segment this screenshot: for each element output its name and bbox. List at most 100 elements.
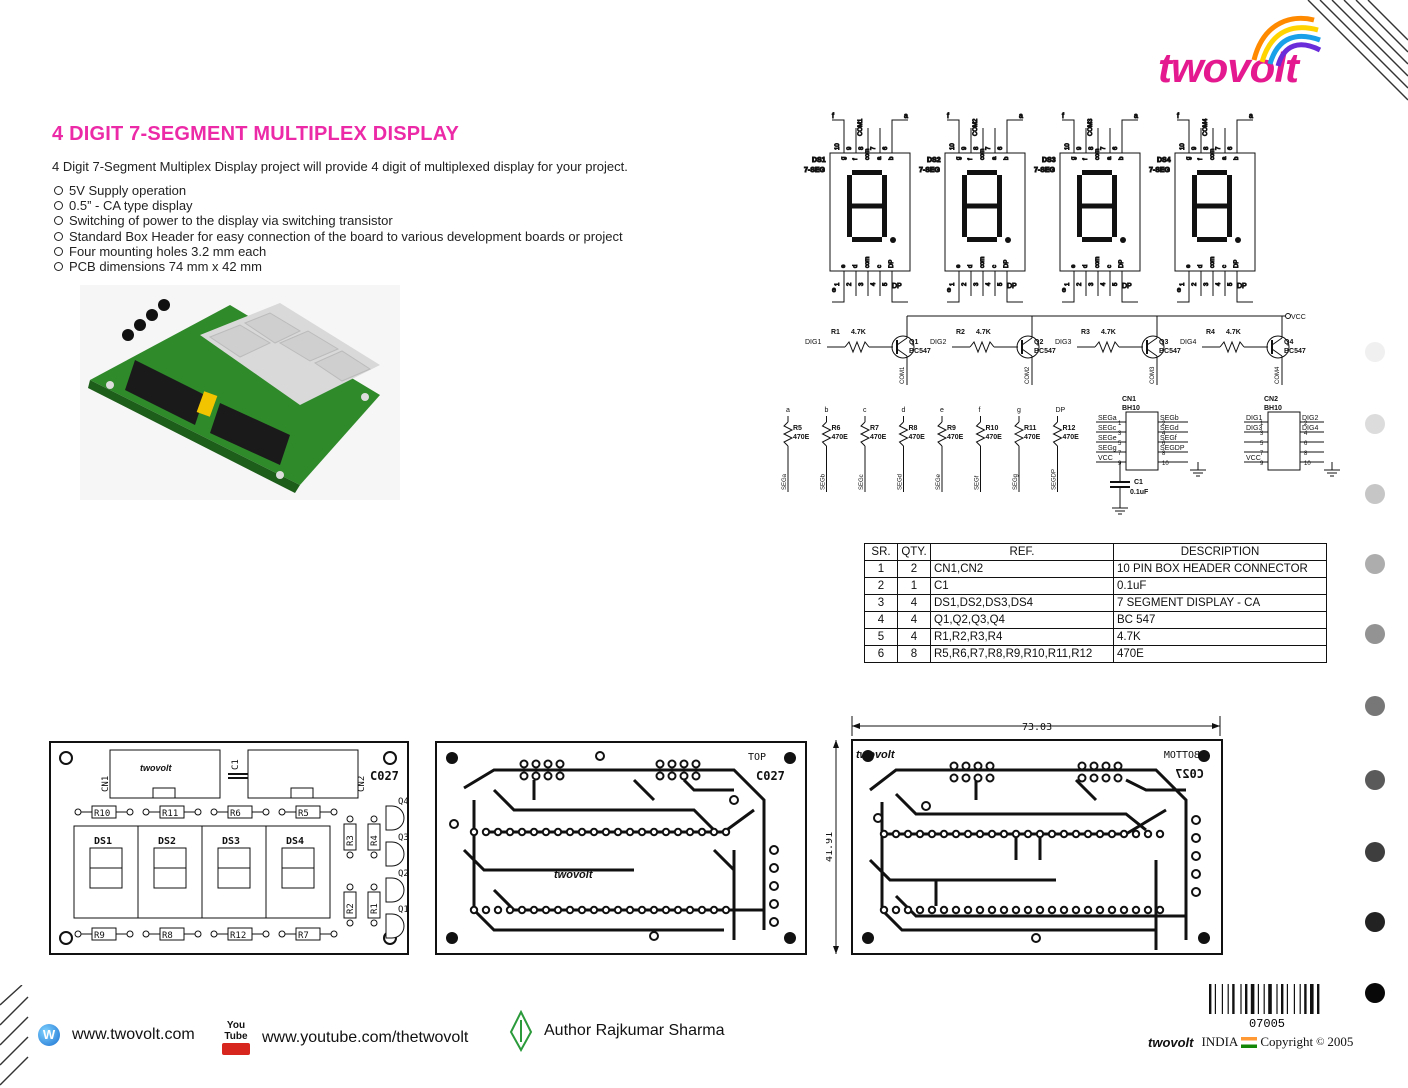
pad	[1083, 905, 1093, 915]
pad	[1031, 933, 1041, 943]
gradient-dot	[1365, 342, 1385, 362]
header-key	[152, 787, 176, 799]
mounting-hole	[59, 751, 73, 765]
segment-label: d	[1083, 265, 1089, 268]
dimension-width: 73.03	[1022, 722, 1052, 733]
pad	[1113, 761, 1123, 771]
pad	[1035, 829, 1045, 839]
youtube-link[interactable]: You Tube www.youtube.com/thetwovolt	[222, 1020, 468, 1055]
com-label: COM4	[1275, 366, 1281, 384]
transistor-lead	[1146, 337, 1158, 346]
pin-number: 9	[1077, 146, 1083, 150]
resistor-outline	[91, 927, 117, 941]
pad	[637, 827, 647, 837]
pad	[1191, 869, 1201, 879]
pad	[903, 905, 913, 915]
bom-cell: 0.1uF	[1113, 577, 1327, 595]
transistor-lead	[896, 337, 908, 346]
footer-logo: twovolt	[1148, 1034, 1194, 1050]
silk-label: R7	[298, 931, 309, 941]
transistor-lead	[1146, 348, 1158, 357]
copper-track	[463, 768, 766, 930]
pin-number: 9	[847, 146, 853, 150]
resistor-value: 470E	[947, 434, 964, 441]
pad	[613, 905, 623, 915]
display-segment	[967, 237, 997, 242]
silk-label: DS3	[222, 836, 240, 847]
transistor-outline	[385, 877, 405, 903]
silk-label: Q1	[398, 905, 409, 915]
display-dot	[1005, 237, 1011, 243]
display-ref: DS4	[1157, 157, 1171, 164]
bottom-pin-name: DP	[1122, 283, 1132, 290]
pad	[74, 930, 82, 938]
transistor-lead	[1021, 337, 1033, 346]
silk-label: R1	[370, 903, 380, 914]
logo-ribbon-icon	[1251, 15, 1322, 67]
pad	[555, 759, 565, 769]
pin-number: 5	[998, 282, 1004, 286]
pad	[927, 905, 937, 915]
pad	[1011, 829, 1021, 839]
segment-label: e	[841, 264, 847, 268]
pad	[493, 827, 503, 837]
pad	[1191, 833, 1201, 843]
display-body	[829, 152, 911, 272]
silk-label: R12	[230, 931, 246, 941]
resistor-zigzag	[1013, 421, 1025, 447]
pad	[661, 827, 671, 837]
corner-hatch-bottom-left	[0, 985, 29, 1086]
segment-label: g	[956, 157, 962, 160]
display-segment	[1077, 175, 1082, 206]
pin-number: 10	[950, 143, 956, 150]
display-segment	[1192, 175, 1197, 206]
segment-label: com	[1210, 257, 1216, 268]
bom-cell: 1	[864, 560, 898, 578]
youtube-badge-text: You Tube	[224, 1020, 248, 1042]
pad	[346, 851, 354, 859]
barcode-bar	[1299, 984, 1301, 1014]
pad	[210, 930, 218, 938]
segment-label: d	[968, 265, 974, 268]
pin-number: 7	[871, 146, 877, 150]
connector-pin-number: 5	[1118, 441, 1122, 447]
resistor-outline	[227, 927, 253, 941]
pad	[673, 827, 683, 837]
copper-track	[868, 858, 1056, 882]
display-segment	[1082, 170, 1112, 175]
bom-cell: CN1,CN2	[930, 560, 1114, 578]
resistor-zigzag	[844, 340, 870, 354]
bottom-pin-name: DP	[1007, 283, 1017, 290]
resistor-ref: R8	[909, 425, 918, 432]
website-link[interactable]: W www.twovolt.com	[38, 1024, 195, 1046]
pin-lead	[1236, 119, 1253, 128]
pad	[565, 905, 575, 915]
segment-label: b	[889, 156, 895, 160]
pad	[985, 773, 995, 783]
pad	[951, 905, 961, 915]
pad	[74, 808, 82, 816]
resistor-value: 470E	[793, 434, 810, 441]
pad	[370, 883, 378, 891]
segment-net-name: DP	[1056, 407, 1066, 414]
copper-track	[712, 848, 736, 890]
pin-number: 4	[1216, 282, 1222, 286]
barcode-bar	[1286, 984, 1288, 1014]
com-label: COM4	[1203, 118, 1209, 136]
barcode-bar	[1293, 984, 1295, 1014]
youtube-text: www.youtube.com/thetwovolt	[262, 1028, 469, 1046]
brand-logo: twovolt	[1158, 15, 1322, 92]
resistor-ref: R10	[986, 425, 999, 432]
top-pin-name: a	[1249, 113, 1253, 120]
pad	[987, 905, 997, 915]
pad	[370, 919, 378, 927]
resistor-ref: R7	[870, 425, 879, 432]
year-text: 2005	[1327, 1034, 1354, 1049]
pin-number: 1	[1065, 282, 1071, 286]
pin-number: 10	[1180, 143, 1186, 150]
pad	[481, 827, 491, 837]
segment-net-label: SEGc	[859, 474, 865, 490]
segment-label: com	[1095, 257, 1101, 268]
segment-label: b	[1119, 156, 1125, 160]
